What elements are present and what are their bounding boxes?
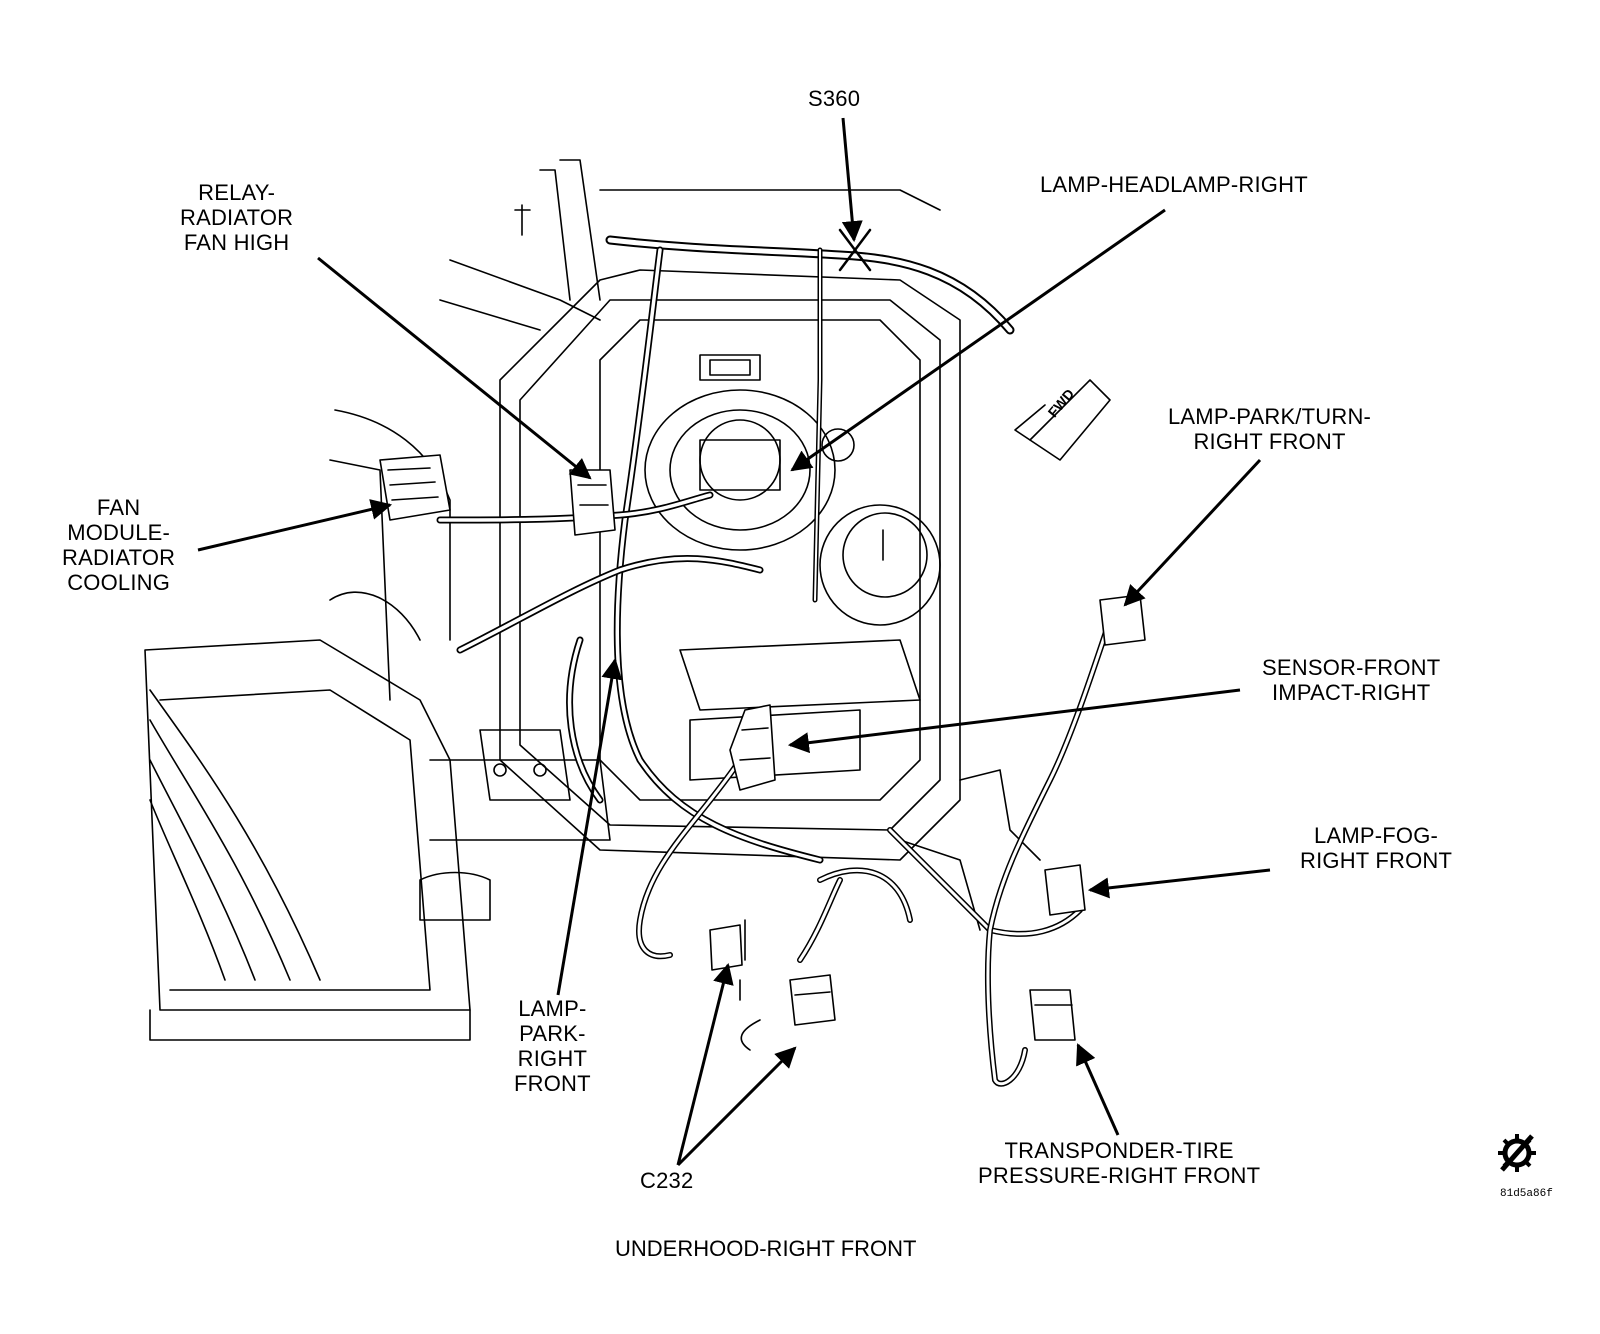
service-gear-icon [1498, 1134, 1536, 1172]
reference-code: 81d5a86f [1500, 1188, 1553, 1200]
label-c232: C232 [640, 1168, 694, 1193]
label-s360: S360 [808, 86, 861, 111]
label-transponder-tire-pressure-right-front: TRANSPONDER-TIRE PRESSURE-RIGHT FRONT [978, 1138, 1261, 1188]
label-fan-module-radiator-cooling: FAN MODULE- RADIATOR COOLING [62, 495, 176, 595]
diagram-title: UNDERHOOD-RIGHT FRONT [615, 1236, 917, 1261]
label-sensor-front-impact-right: SENSOR-FRONT IMPACT-RIGHT [1262, 655, 1441, 705]
label-lamp-park-turn-right-front: LAMP-PARK/TURN- RIGHT FRONT [1168, 404, 1372, 454]
label-lamp-fog-right-front: LAMP-FOG- RIGHT FRONT [1300, 823, 1453, 873]
label-lamp-park-right-front: LAMP- PARK- RIGHT FRONT [514, 996, 591, 1096]
label-relay-radiator-fan-high: RELAY- RADIATOR FAN HIGH [180, 180, 294, 255]
label-lamp-headlamp-right: LAMP-HEADLAMP-RIGHT [1040, 172, 1308, 197]
